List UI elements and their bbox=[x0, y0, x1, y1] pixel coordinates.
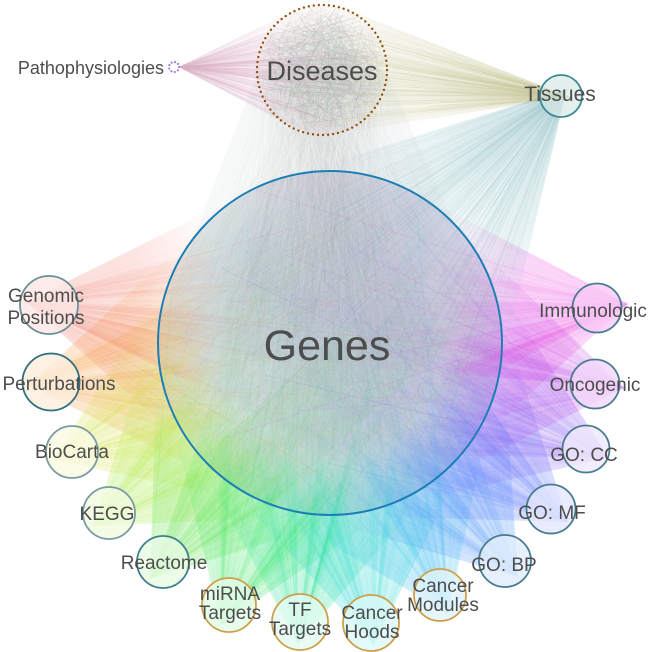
svg-text:Tissues: Tissues bbox=[524, 83, 596, 106]
svg-text:Perturbations: Perturbations bbox=[2, 374, 115, 395]
svg-text:Pathophysiologies: Pathophysiologies bbox=[18, 58, 164, 78]
svg-text:Targets: Targets bbox=[199, 603, 261, 624]
svg-text:Genes: Genes bbox=[264, 322, 391, 370]
svg-text:Immunologic: Immunologic bbox=[539, 301, 647, 322]
svg-text:Cancer: Cancer bbox=[412, 576, 474, 597]
svg-text:Diseases: Diseases bbox=[266, 56, 377, 86]
svg-text:TF: TF bbox=[288, 600, 311, 621]
svg-text:GO: CC: GO: CC bbox=[550, 445, 618, 466]
svg-text:GO: BP: GO: BP bbox=[471, 555, 536, 576]
svg-text:Targets: Targets bbox=[269, 619, 331, 640]
svg-text:Oncogenic: Oncogenic bbox=[550, 375, 641, 396]
svg-text:Modules: Modules bbox=[407, 595, 479, 616]
svg-text:Positions: Positions bbox=[7, 308, 84, 329]
svg-text:Reactome: Reactome bbox=[121, 553, 208, 574]
svg-text:Genomic: Genomic bbox=[8, 286, 84, 307]
svg-text:KEGG: KEGG bbox=[80, 504, 135, 525]
svg-text:miRNA: miRNA bbox=[200, 584, 260, 605]
svg-text:Hoods: Hoods bbox=[345, 622, 400, 643]
svg-text:BioCarta: BioCarta bbox=[35, 442, 109, 463]
svg-text:GO: MF: GO: MF bbox=[518, 503, 586, 524]
svg-text:Cancer: Cancer bbox=[341, 603, 403, 624]
